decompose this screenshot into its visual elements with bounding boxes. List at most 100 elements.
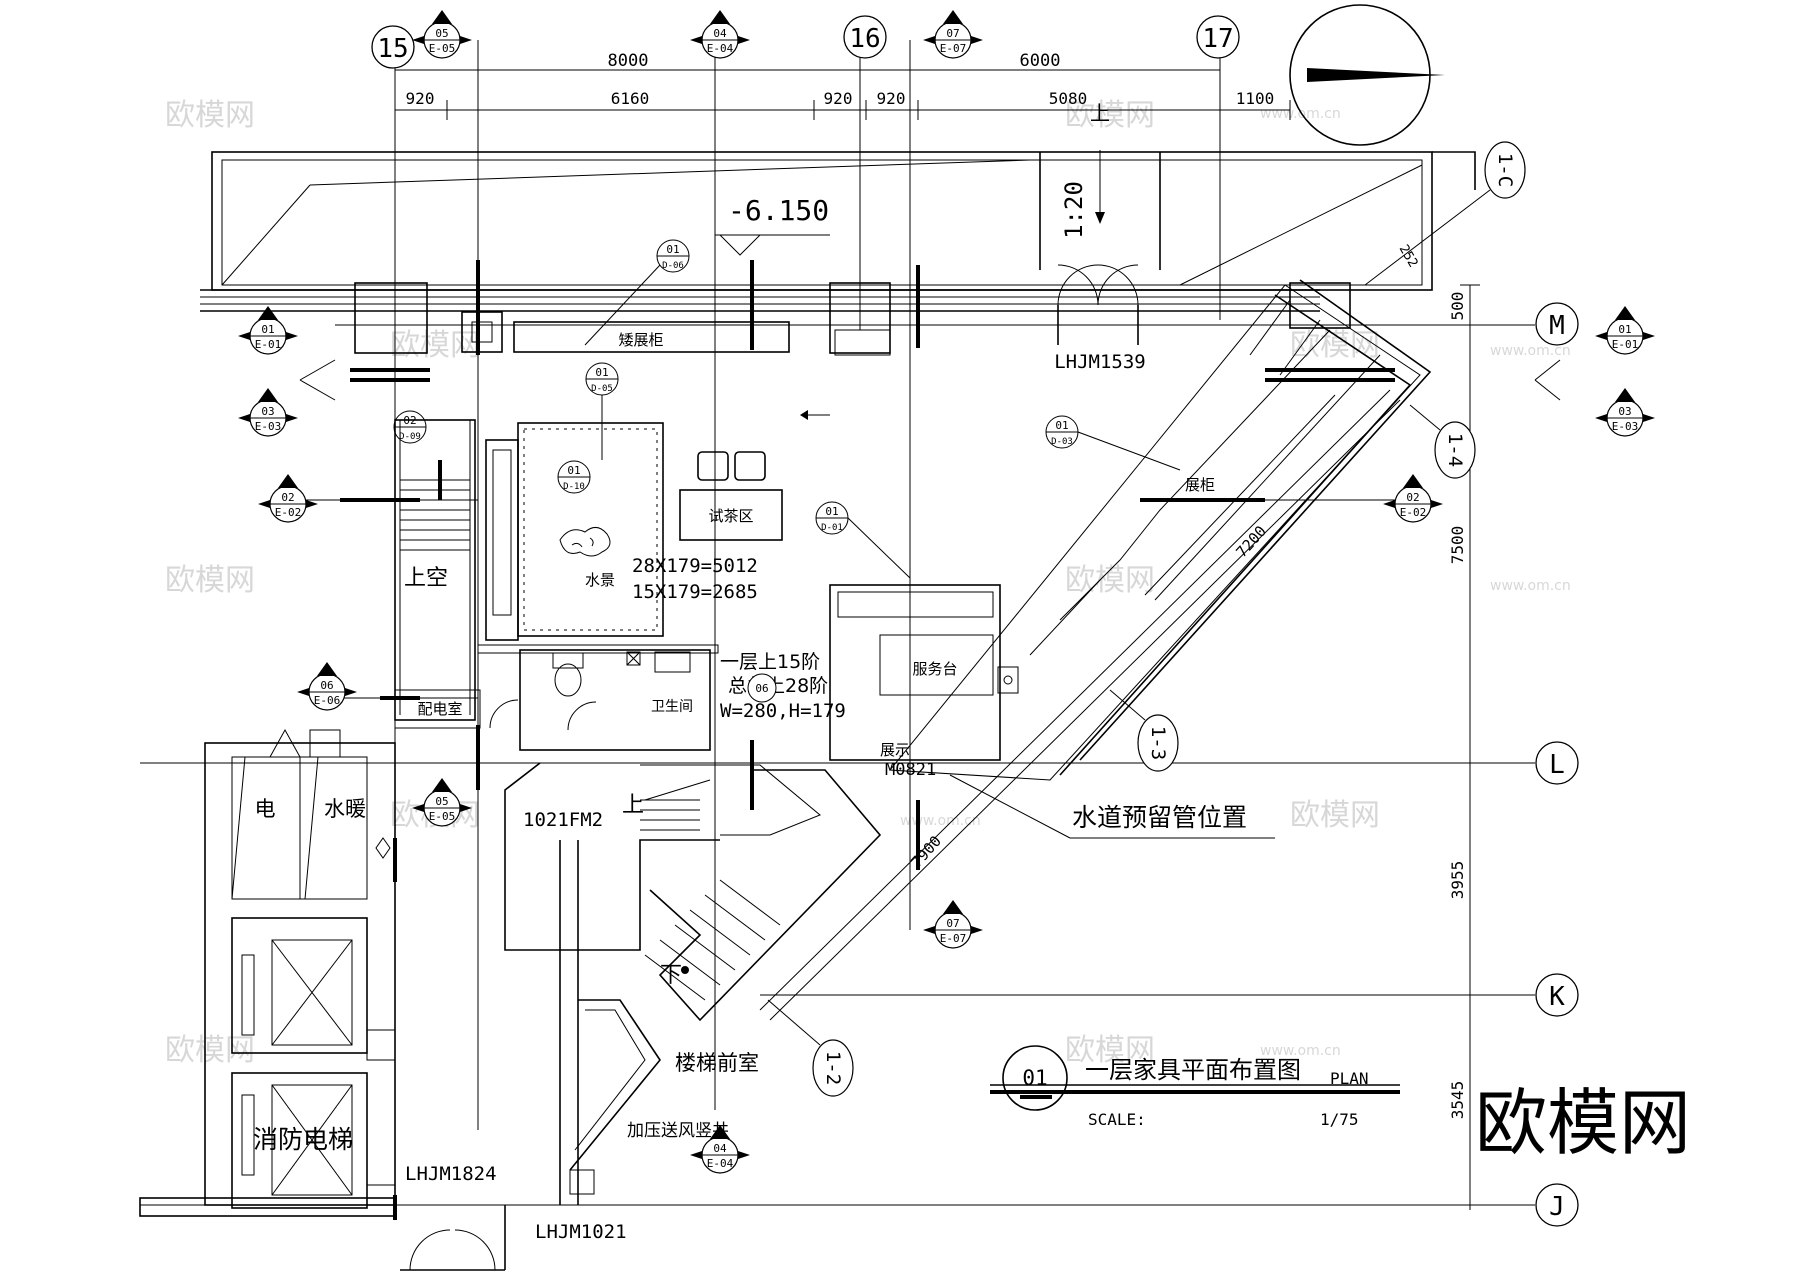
tag-num: 01 xyxy=(595,366,608,379)
section-marker-top-07[interactable]: 07 E-07 xyxy=(922,9,984,59)
title-number: 01 xyxy=(1022,1066,1047,1090)
double-door: LHJM1539 xyxy=(1054,264,1146,373)
marker-num: 03 xyxy=(1618,405,1631,418)
note-text: 水道预留管位置 xyxy=(1072,803,1247,832)
utility-elevator-block: 电 水暖 消防电梯 LHJM1824 xyxy=(204,728,497,1209)
callout-1c: 1-C xyxy=(1364,141,1526,286)
axis-bubble-K: K xyxy=(1535,973,1579,1017)
watermark-url: www.om.cn xyxy=(1490,578,1571,594)
watermark-brand: 欧模网 xyxy=(1065,98,1155,133)
tag-ref: D-05 xyxy=(591,384,613,394)
callout-label: 1-3 xyxy=(1147,726,1169,760)
section-marker-bot-04[interactable]: 04 E-04 xyxy=(689,1124,751,1174)
detail-tag-d10[interactable]: 01 D-10 xyxy=(557,460,591,494)
marker-num: 07 xyxy=(946,27,959,40)
axis-label: 17 xyxy=(1202,24,1233,54)
callout-label: 1-C xyxy=(1494,153,1516,187)
detail-tag-d09[interactable]: 02 D-09 xyxy=(393,410,427,444)
section-marker-left-01[interactable]: 01 E-01 xyxy=(237,305,299,355)
tag-num: 01 xyxy=(666,243,679,256)
callout-label: 1-4 xyxy=(1444,433,1466,467)
marker-num: 06 xyxy=(320,679,333,692)
dim-top: 8000 xyxy=(608,51,649,71)
marker-num: 07 xyxy=(946,917,959,930)
section-marker-mid-05[interactable]: 05 E-05 xyxy=(411,777,473,827)
watermark-brand: 欧模网 xyxy=(165,563,255,598)
tag-ref: D-09 xyxy=(399,432,421,442)
marker-ref: E-01 xyxy=(255,338,282,351)
section-marker-mid-07[interactable]: 07 E-07 xyxy=(922,899,984,949)
callout-label: 1-2 xyxy=(822,1051,844,1085)
title-text: 一层家具平面布置图 xyxy=(1085,1056,1301,1084)
room-label: 展示 xyxy=(880,741,910,759)
section-marker-right-03[interactable]: 03 E-03 xyxy=(1594,387,1656,437)
door-label: LHJM1539 xyxy=(1054,351,1146,373)
callout-14: 1-4 xyxy=(1409,404,1476,479)
stair-note: W=280,H=179 xyxy=(720,700,846,722)
stair-note: 一层上15阶 xyxy=(720,651,820,673)
room-label: 试茶区 xyxy=(708,507,753,525)
watermark-brand: 欧模网 xyxy=(165,1033,255,1068)
axis-label: 16 xyxy=(849,24,880,54)
marker-ref: E-02 xyxy=(275,506,302,519)
axis-bubble-17: 17 xyxy=(1196,15,1240,59)
tag-ref: D-10 xyxy=(563,482,585,492)
tag-num: 01 xyxy=(1055,419,1068,432)
stair-note: 28X179=5012 xyxy=(632,555,758,577)
axis-bubble-15: 15 xyxy=(371,25,415,69)
section-marker-top-05[interactable]: 05 E-05 xyxy=(411,9,473,59)
section-marker-left-06[interactable]: 06 E-06 xyxy=(296,661,358,711)
section-marker-left-03[interactable]: 03 E-03 xyxy=(237,387,299,437)
detail-tag-d01[interactable]: 01 D-01 xyxy=(815,501,911,579)
room-label: 上空 xyxy=(404,566,448,591)
marker-num: 05 xyxy=(435,27,448,40)
room-label: 矮展柜 xyxy=(618,331,663,349)
marker-num: 05 xyxy=(435,795,448,808)
axis-label: 15 xyxy=(377,34,408,64)
tag-num: 01 xyxy=(825,505,838,518)
service-desk: 服务台 展示 M0821 xyxy=(829,584,1019,780)
watermark-brand: 欧模网 xyxy=(165,98,255,133)
watermark-brand: 欧模网 xyxy=(390,328,480,363)
marker-num: 04 xyxy=(713,1142,727,1155)
grid-lines xyxy=(140,40,1535,1206)
section-marker-left-02[interactable]: 02 E-02 xyxy=(257,473,319,523)
tag-ref: D-03 xyxy=(1051,437,1073,447)
marker-ref: E-07 xyxy=(940,932,967,945)
section-marker-right-01[interactable]: 01 E-01 xyxy=(1594,305,1656,355)
dim-detail: 1100 xyxy=(1236,89,1275,108)
detail-tag-d05[interactable]: 01 D-05 xyxy=(585,362,619,460)
watermark-url: www.om.cn xyxy=(1260,1043,1341,1059)
room-label: 服务台 xyxy=(912,660,957,678)
marker-num: 02 xyxy=(1406,491,1419,504)
watermark-url: www.om.cn xyxy=(1490,343,1571,359)
dim-detail: 920 xyxy=(824,89,853,108)
marker-ref: E-04 xyxy=(707,42,734,55)
detail-tag-d03[interactable]: 01 D-03 xyxy=(1045,415,1181,471)
axis-label: L xyxy=(1549,750,1565,780)
room-label: 上 xyxy=(622,793,644,818)
slope-note: 1:20 上 xyxy=(1060,101,1110,239)
section-marker-right-02[interactable]: 02 E-02 xyxy=(1382,473,1444,523)
wall-band-M: 矮展柜 xyxy=(200,282,1351,356)
axis-label: K xyxy=(1549,982,1565,1012)
section-marker-top-04[interactable]: 04 E-04 xyxy=(689,9,751,59)
door-label: 1021FM2 xyxy=(523,809,603,831)
marker-num: 03 xyxy=(261,405,274,418)
marker-num: 01 xyxy=(1618,323,1631,336)
marker-ref: E-03 xyxy=(1612,420,1639,433)
watermark-brand: 欧模网 xyxy=(1290,798,1380,833)
tea-area: 试茶区 xyxy=(679,451,783,541)
bottom-wall-J: LHJM1021 xyxy=(139,1195,627,1271)
dim-diagonal: 252 xyxy=(1396,242,1421,270)
void-stair: 上空 xyxy=(394,419,476,721)
dim-diagonal: 7900 xyxy=(908,832,946,871)
axis-bubble-16: 16 xyxy=(843,15,887,59)
top-dimensions: 8000 6000 920 6160 920 920 5080 1100 xyxy=(394,51,1291,150)
dim-detail: 6160 xyxy=(611,89,650,108)
axis-label: M xyxy=(1549,311,1565,341)
marker-ref: E-05 xyxy=(429,810,456,823)
detail-tag-d06[interactable]: 01 D-06 xyxy=(584,239,690,346)
elevation-mark: -6.150 xyxy=(715,194,830,256)
